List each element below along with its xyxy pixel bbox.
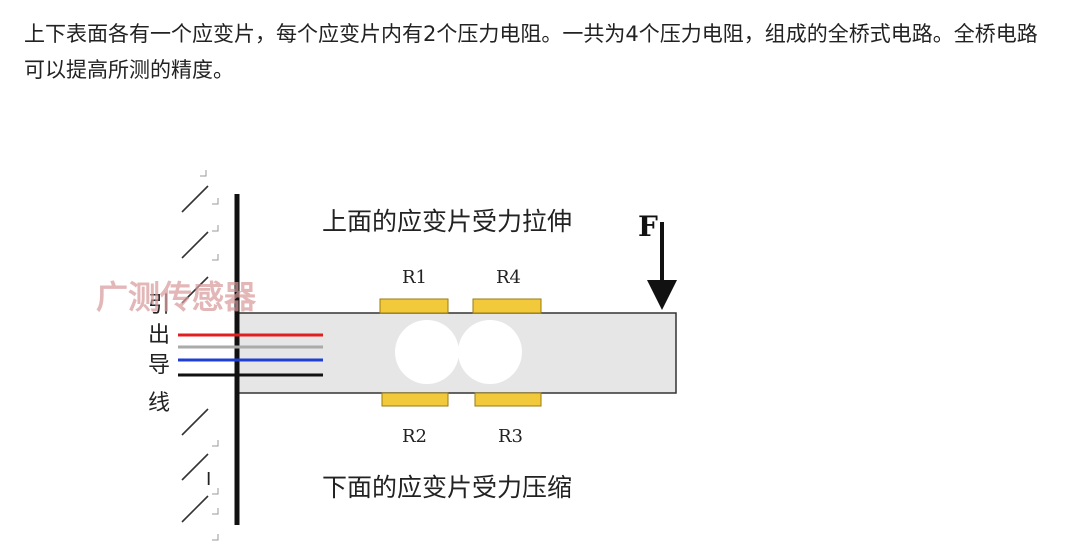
watermark: 广测传感器 [96,278,257,316]
lead-char-0: 引 [148,293,170,318]
label-r2: R2 [402,426,427,447]
label-r4: R4 [496,267,521,288]
intro-paragraph: 上下表面各有一个应变片，每个应变片内有2个压力电阻。一共为4个压力电阻，组成的全… [24,22,1038,82]
top-caption: 上面的应变片受力拉伸 [322,207,572,236]
lead-char-1: 出 [148,323,170,348]
return-marks [200,170,219,541]
force-arrow-head [647,280,677,310]
load-cell-diagram: F 上面的应变片受力拉伸 下面的应变片受力压缩 R1 R4 R2 R3 引 出 … [90,150,690,550]
bottom-caption: 下面的应变片受力压缩 [322,473,572,502]
wall-hatching [181,185,209,523]
gauge-r4 [472,298,542,314]
beam-hole-right [458,320,522,384]
lead-char-3: 线 [148,391,170,416]
label-r1: R1 [402,267,427,288]
gauge-r3 [474,392,542,407]
lead-char-2: 导 [148,353,170,378]
wall-label: I [206,469,211,490]
beam [235,312,677,394]
gauge-r2 [381,392,449,407]
beam-hole-left [395,320,459,384]
label-r3: R3 [498,426,523,447]
force-label: F [638,210,658,243]
diagram-svg: F 上面的应变片受力拉伸 下面的应变片受力压缩 R1 R4 R2 R3 引 出 … [96,170,677,541]
gauge-r1 [379,298,449,314]
